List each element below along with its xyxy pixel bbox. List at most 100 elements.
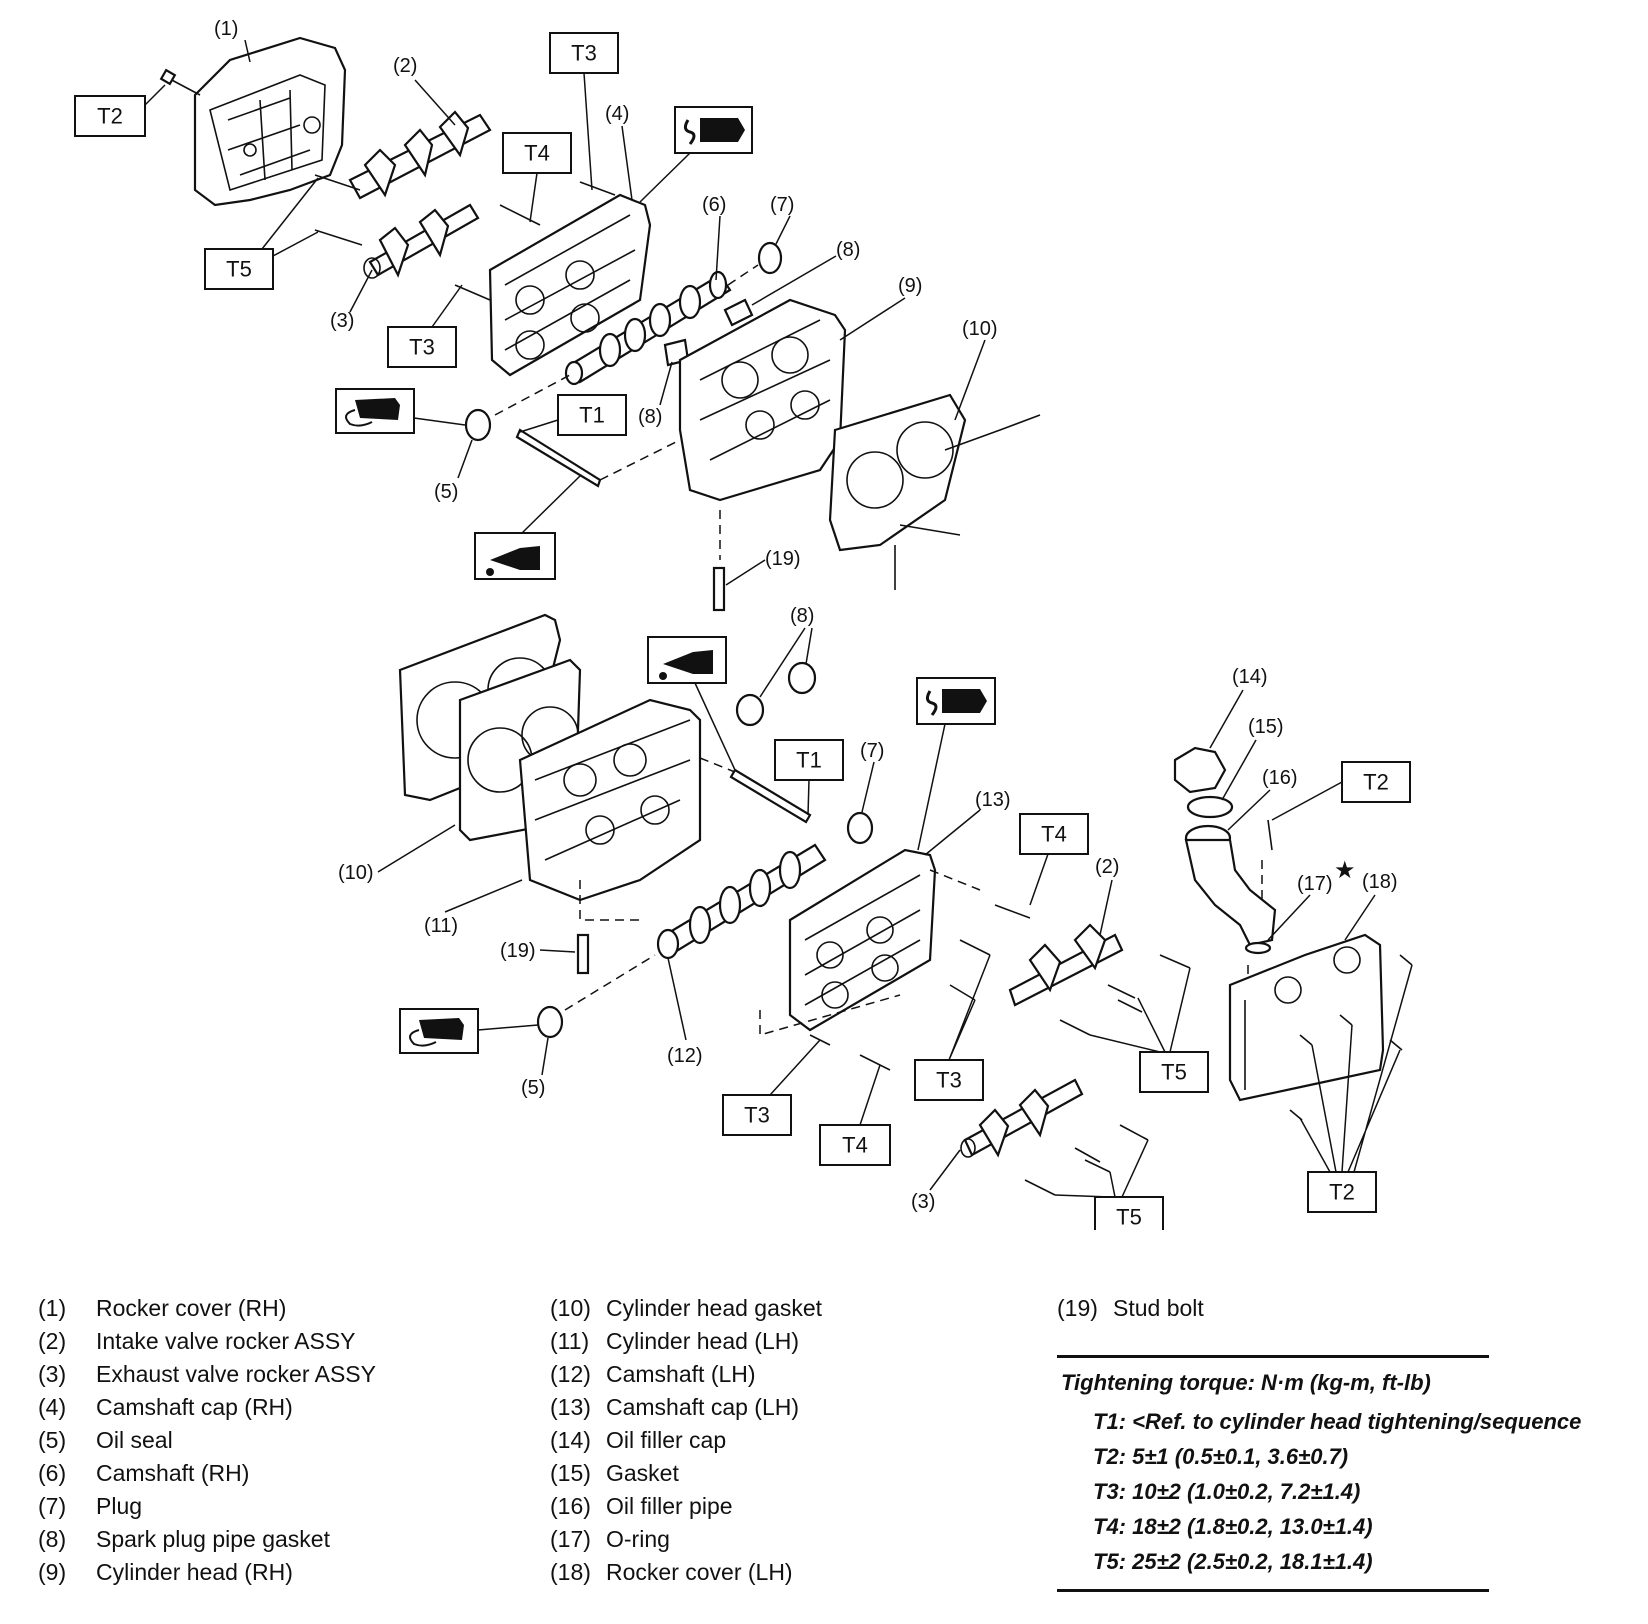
callout-3-low: (3) <box>911 1191 935 1213</box>
o-ring <box>1244 941 1272 955</box>
legend-item: (16)Oil filler pipe <box>550 1493 733 1519</box>
callout-10-top: (10) <box>962 318 998 340</box>
callout-8-mid: (8) <box>638 406 662 428</box>
legend-item: (9)Cylinder head (RH) <box>38 1559 293 1585</box>
legend-item: (14)Oil filler cap <box>550 1427 727 1453</box>
svg-text:T3: T3 <box>744 1103 770 1128</box>
callout-2-low: (2) <box>1095 856 1119 878</box>
callout-9: (9) <box>898 275 922 297</box>
torque-row-t3: T3: 10±2 (1.0±0.2, 7.2±1.4) <box>1093 1479 1361 1504</box>
svg-text:T3: T3 <box>409 335 435 360</box>
torque-tag-t4-low: T4 <box>1019 813 1089 855</box>
callout-19-top: (19) <box>765 548 801 570</box>
torque-tag-t2-bottom: T2 <box>1307 1171 1377 1213</box>
torque-row-t2: T2: 5±1 (0.5±0.1, 3.6±0.7) <box>1093 1444 1349 1469</box>
legend-item: (4)Camshaft cap (RH) <box>38 1394 293 1420</box>
legend-column-2: (10)Cylinder head gasket (11)Cylinder he… <box>550 1292 822 1589</box>
camshaft-rh <box>564 270 732 386</box>
callout-14: (14) <box>1232 666 1268 688</box>
torque-tag-t5-right: T5 <box>1139 1051 1209 1093</box>
legend-column-1: (1)Rocker cover (RH) (2)Intake valve roc… <box>38 1292 376 1589</box>
torque-tag-t3-low: T3 <box>914 1059 984 1101</box>
torque-tag-t3-bottom: T3 <box>722 1094 792 1136</box>
legend-column-3: (19)Stud bolt <box>1057 1292 1204 1325</box>
star-mark: ★ <box>1334 857 1356 884</box>
svg-text:T2: T2 <box>97 104 123 129</box>
torque-tag-t2-top: T2 <box>74 95 146 137</box>
torque-row-t4: T4: 18±2 (1.8±0.2, 13.0±1.4) <box>1093 1514 1373 1539</box>
torque-tag-t3-top: T3 <box>549 32 619 74</box>
callout-12: (12) <box>667 1045 703 1067</box>
torque-top-rule <box>1057 1355 1489 1358</box>
grease-icon <box>335 388 415 434</box>
callout-5-low: (5) <box>521 1077 545 1099</box>
legend-item: (7)Plug <box>38 1493 143 1519</box>
torque-tag-t4-bottom: T4 <box>819 1124 891 1166</box>
legend-item: (17)O-ring <box>550 1526 670 1552</box>
callout-18: (18) <box>1362 871 1398 893</box>
svg-text:T2: T2 <box>1329 1180 1355 1205</box>
oil-can-icon <box>474 532 556 580</box>
torque-title: Tightening torque: N·m (kg-m, ft-lb) <box>1061 1370 1431 1395</box>
callout-7-top: (7) <box>770 194 794 216</box>
legend-item: (2)Intake valve rocker ASSY <box>38 1328 356 1354</box>
oil-can-icon-low <box>647 636 727 684</box>
sealant-icon <box>674 106 753 154</box>
intake-rocker-assy-lh <box>1008 923 1124 1007</box>
legend-item: (1)Rocker cover (RH) <box>38 1295 287 1321</box>
callout-17: (17) <box>1297 873 1333 895</box>
callout-1: (1) <box>214 18 238 40</box>
callout-4: (4) <box>605 103 629 125</box>
svg-text:T1: T1 <box>579 403 605 428</box>
svg-text:T5: T5 <box>226 257 252 282</box>
svg-text:T4: T4 <box>1041 822 1067 847</box>
camshaft-lh <box>656 843 827 960</box>
exhaust-rocker-assy-lh <box>960 1078 1084 1158</box>
torque-tag-t5-top: T5 <box>204 248 274 290</box>
parts-legend: (1)Rocker cover (RH) (2)Intake valve roc… <box>0 1280 1648 1620</box>
legend-item: (8)Spark plug pipe gasket <box>38 1526 330 1552</box>
oil-seal-rh <box>464 408 492 442</box>
plug-rh <box>757 241 783 275</box>
spark-plug-gasket-4 <box>787 661 817 695</box>
spark-plug-gasket-1 <box>723 298 754 327</box>
camshaft-cap-rh <box>488 193 652 377</box>
oil-filler-pipe <box>1184 824 1277 947</box>
cylinder-head-gasket-rh <box>828 393 1041 590</box>
intake-rocker-assy-rh <box>348 110 492 200</box>
callout-15: (15) <box>1248 716 1284 738</box>
legend-item: (10)Cylinder head gasket <box>550 1295 823 1321</box>
torque-bottom-rule <box>1057 1589 1489 1592</box>
callout-10-low: (10) <box>338 862 374 884</box>
torque-tag-t3-mid: T3 <box>387 326 457 368</box>
svg-text:T5: T5 <box>1116 1205 1142 1230</box>
legend-item: (19)Stud bolt <box>1057 1295 1204 1321</box>
callout-19-low: (19) <box>500 940 536 962</box>
callout-6: (6) <box>702 194 726 216</box>
stud-bolt-rh <box>712 566 726 612</box>
svg-text:T3: T3 <box>936 1068 962 1093</box>
svg-text:T3: T3 <box>571 41 597 66</box>
callout-7-low: (7) <box>860 740 884 762</box>
cylinder-head-lh <box>518 698 702 902</box>
callout-13: (13) <box>975 789 1011 811</box>
cylinder-head-rh <box>678 298 847 502</box>
callout-2-top: (2) <box>393 55 417 77</box>
torque-tag-t5-bottom: T5 <box>1094 1196 1164 1230</box>
rocker-cover-rh <box>193 36 347 207</box>
svg-text:T5: T5 <box>1161 1060 1187 1085</box>
legend-item: (13)Camshaft cap (LH) <box>550 1394 800 1420</box>
svg-text:T4: T4 <box>524 141 550 166</box>
torque-row-t5: T5: 25±2 (2.5±0.2, 18.1±1.4) <box>1093 1549 1373 1574</box>
legend-item: (12)Camshaft (LH) <box>550 1361 756 1387</box>
torque-tag-t4-top: T4 <box>502 132 572 174</box>
torque-tag-t1-low: T1 <box>774 739 844 781</box>
callout-16: (16) <box>1262 767 1298 789</box>
torque-row-t1: T1: <Ref. to cylinder head tightening/se… <box>1093 1409 1582 1434</box>
legend-item: (15)Gasket <box>550 1460 679 1486</box>
filler-gasket <box>1186 795 1234 819</box>
torque-tag-t1-top: T1 <box>557 394 627 436</box>
callout-8-top: (8) <box>836 239 860 261</box>
oil-seal-lh <box>536 1005 564 1039</box>
rocker-cover-lh <box>1228 933 1385 1102</box>
